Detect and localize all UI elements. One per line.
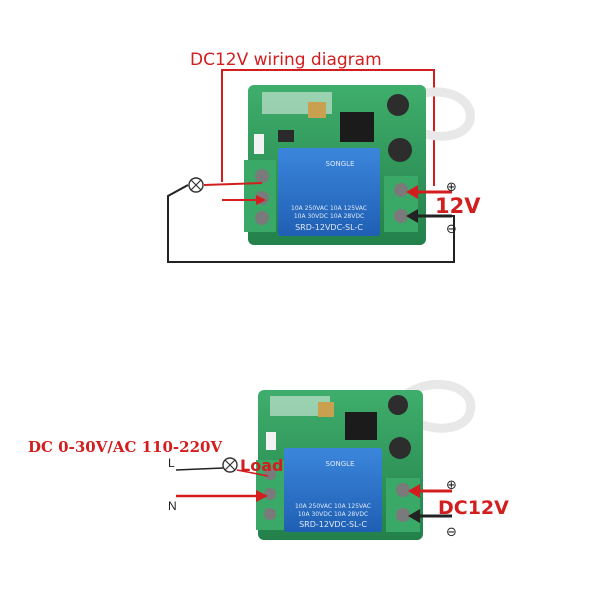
red-arrow-com	[256, 195, 266, 205]
line-wire-to-lamp	[175, 467, 224, 471]
power-terminal-block-2	[386, 478, 420, 532]
load-terminal-block-1	[244, 160, 276, 232]
relay-2: SONGLE 10A 250VAC 10A 125VAC 10A 30VDC 1…	[284, 448, 382, 532]
relay-rating-1: 10A 250VAC 10A 125VAC	[291, 205, 367, 212]
lamp-icon-2	[222, 457, 238, 473]
antenna-loop-2	[391, 379, 476, 433]
relay-rating-2b: 10A 30VDC 10A 28VDC	[298, 511, 368, 518]
diagram-2: SONGLE 10A 250VAC 10A 125VAC 10A 30VDC 1…	[175, 379, 476, 540]
relay-rating-2: 10A 30VDC 10A 28VDC	[294, 213, 364, 220]
diagram-1-voltage-label: 12V	[435, 194, 481, 218]
lamp-icon	[188, 177, 204, 193]
relay-rating-2a: 10A 250VAC 10A 125VAC	[295, 503, 371, 510]
red-wire-top	[221, 69, 435, 186]
red-arrow-plus	[406, 185, 418, 199]
supply-voltage-label: DC 0-30V/AC 110-220V	[28, 438, 223, 456]
load-label: Load	[240, 456, 284, 475]
relay-model-2: SRD-12VDC-SL-C	[299, 520, 367, 529]
relay-model: SRD-12VDC-SL-C	[295, 223, 363, 232]
diagram-1-title: DC12V wiring diagram	[190, 50, 382, 70]
black-arrow-minus	[406, 209, 418, 223]
minus-symbol-1: ⊖	[446, 222, 457, 237]
line-label: L	[168, 456, 175, 470]
neutral-arrow	[256, 490, 268, 502]
relay-brand: SONGLE	[326, 160, 355, 168]
neutral-label: N	[168, 499, 177, 513]
red-arrow-plus-2	[408, 484, 420, 498]
plus-symbol-2: ⊕	[446, 478, 457, 493]
diagram-2-voltage-label: DC12V	[438, 497, 509, 519]
plus-symbol-1: ⊕	[446, 180, 457, 195]
minus-symbol-2: ⊖	[446, 525, 457, 540]
diagram-1: SONGLE 10A 250VAC 10A 125VAC 10A 30VDC 1…	[167, 69, 475, 263]
black-arrow-minus-2	[408, 509, 420, 523]
red-wire-to-lamp	[203, 182, 263, 186]
relay-1: SONGLE 10A 250VAC 10A 125VAC 10A 30VDC 1…	[278, 148, 380, 236]
relay-brand-2: SONGLE	[326, 460, 355, 468]
power-terminal-block-1	[384, 176, 418, 232]
lamp-to-terminal-wire	[236, 469, 269, 477]
